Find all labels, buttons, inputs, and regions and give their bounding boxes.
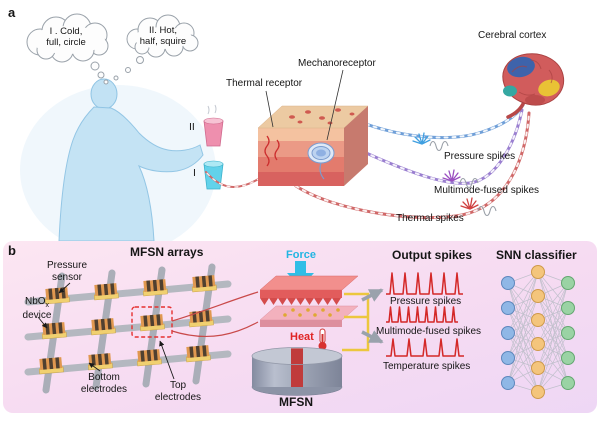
bottom-electrodes-label: Bottom electrodes — [80, 372, 128, 395]
device-wires — [171, 291, 259, 338]
top-electrodes-label: Top electrodes — [154, 380, 202, 403]
thermal-receptor-icon — [264, 135, 280, 167]
circuit-wires — [342, 292, 370, 352]
thought-bubble-1 — [26, 13, 109, 85]
skin-pores — [289, 108, 355, 125]
panel-a-label: a — [8, 5, 16, 20]
pressure-sensor-label: Pressure sensor — [46, 260, 87, 283]
thought-bubble-1-text: I . Cold, full, circle — [46, 26, 86, 49]
label-pointers-b — [37, 282, 175, 380]
skin-block — [257, 105, 369, 186]
multimode-burst-icon — [442, 169, 461, 182]
electrode-dots — [283, 308, 340, 317]
mechanoreceptor-label: Mechanoreceptor — [298, 58, 376, 69]
thermal-burst-icon — [460, 197, 479, 210]
brain-icon — [502, 53, 565, 119]
multimode-spikes-label-a: Multimode-fused spikes — [434, 185, 540, 196]
thought-bubble-2 — [113, 14, 199, 81]
thought-bubble-2-text: II. Hot, half, squire — [139, 25, 187, 48]
hot-cup — [203, 104, 224, 147]
cold-cup — [203, 160, 224, 190]
force-label: Force — [286, 249, 316, 261]
highlighted-device-box — [131, 306, 173, 338]
pressure-spikes-label-b: Pressure spikes — [390, 296, 462, 307]
output-spikes-title: Output spikes — [392, 248, 473, 262]
hot-cup-label: II — [189, 121, 195, 133]
panel-b-label: b — [8, 243, 16, 258]
spike-burst-icons — [412, 132, 497, 217]
temperature-spike-train — [386, 338, 464, 357]
mfsn-device — [251, 261, 370, 396]
snn-classifier-title: SNN classifier — [496, 248, 577, 262]
pyramid-texture — [260, 298, 341, 305]
output-spike-trains — [386, 272, 464, 357]
cold-cup-label: I — [193, 167, 196, 179]
label-pointers-a — [265, 69, 344, 141]
thermal-spikes-label-a: Thermal spikes — [396, 213, 464, 224]
temperature-spikes-label-b: Temperature spikes — [383, 361, 471, 372]
pressure-spike-train — [386, 272, 463, 295]
thermometer-icon — [318, 328, 327, 350]
thermal-receptor-label: Thermal receptor — [226, 78, 303, 89]
person-silhouette — [58, 78, 204, 242]
nbox-device-label: NbOx device — [22, 296, 52, 322]
snn-neurons — [501, 265, 575, 399]
mfsn-cylinder — [251, 347, 343, 396]
panel-b-art — [3, 241, 597, 413]
pressure-spikes-label-a: Pressure spikes — [444, 151, 516, 162]
mfsn-device-label: MFSN — [279, 395, 313, 409]
cerebral-cortex-label: Cerebral cortex — [478, 30, 547, 41]
output-arrows — [361, 288, 384, 344]
multimode-spike-train — [386, 306, 458, 323]
mechanoreceptor-icon — [307, 142, 335, 180]
heat-label: Heat — [290, 331, 314, 343]
multimode-spikes-label-b: Multimode-fused spikes — [376, 326, 482, 337]
panel-a-art — [20, 13, 565, 255]
mfsn-arrays-title: MFSN arrays — [130, 245, 204, 259]
